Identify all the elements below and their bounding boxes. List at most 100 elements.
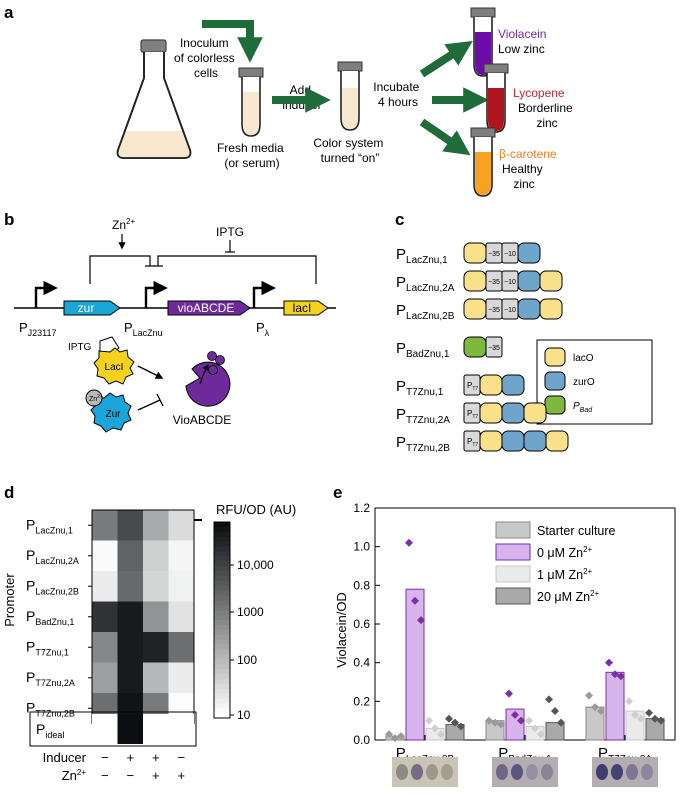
ideal-cell-3 (143, 714, 169, 744)
construct-2-part-2-label: −35 (488, 279, 500, 286)
construct-label-4: PBadZnu,1 (396, 340, 450, 360)
legend-swatch-4 (495, 587, 531, 605)
tube-photo-2-well-4 (541, 764, 553, 780)
pt7-sub: T7 (472, 442, 478, 448)
heatmap-cell-r2-c3 (143, 540, 169, 571)
point-g3-s1-3 (597, 707, 605, 715)
legend-pbad-main: P (573, 401, 580, 412)
colorbar-step (214, 664, 230, 670)
heatmap-cell-r2-c4 (168, 540, 194, 571)
heatmap-cell-r5-c4 (168, 632, 194, 663)
point-g1-s3-3 (437, 730, 445, 739)
chart-ylabel: Violacein/OD (334, 592, 349, 668)
ideal-cell-2 (117, 714, 143, 744)
construct-5-part-2 (479, 374, 503, 396)
point-g3-s2-1 (605, 658, 613, 667)
point-g1-s4-2 (451, 718, 459, 727)
y-tick-label-5: 0.8 (353, 578, 370, 592)
construct-7-part-2 (479, 430, 503, 452)
arrow-to-carotene (419, 118, 471, 156)
construct-2-part-4 (517, 270, 541, 292)
colorbar-tick-label-3: 100 (237, 653, 257, 667)
point-g1-s3-1 (425, 716, 433, 725)
condition-1-value-3: + (152, 750, 160, 765)
construct-2-part-1 (463, 270, 487, 292)
heatmap-cell-r1-c1 (92, 510, 118, 541)
y-tick-label-3: 0.4 (353, 656, 370, 670)
legend-label-1: Starter culture (537, 524, 616, 538)
y-tick-label-2: 0.2 (353, 694, 370, 708)
heatmap-row-label-2-main: P (26, 547, 35, 563)
heatmap-cell-r2-c1 (92, 540, 118, 571)
point-g2-s4-1 (545, 695, 553, 704)
legend-laco-label: lacO (573, 353, 594, 364)
lycopene-tube-icon (483, 63, 509, 133)
point-g3-s3-1 (625, 697, 633, 706)
tube-photo-1-well-1 (396, 764, 408, 780)
carotene-cond-2: zinc (513, 177, 534, 191)
heatmap-row-label-3-main: P (26, 577, 35, 593)
point-g1-s1-3 (397, 732, 405, 741)
condition-1-value-4: − (177, 750, 185, 765)
heatmap-row-label-7-main: P (26, 699, 35, 715)
pj-sub: J23117 (28, 328, 57, 338)
promoter-laczn-label: PLacZnu (124, 320, 163, 338)
laci-gene-label: lacI (293, 301, 312, 315)
ideal-label-main: P (36, 721, 45, 737)
colorbar-tick-label-4: 10 (237, 708, 251, 722)
carotene-tube-icon (470, 127, 496, 197)
inoculum-arrow (202, 20, 263, 63)
pt7-main: P (467, 437, 472, 446)
point-g1-s3-2 (431, 724, 439, 733)
point-g1-s4-3 (457, 722, 465, 731)
iptg-small-label: IPTG (68, 342, 92, 353)
heatmap-row-label-6-main: P (26, 669, 35, 685)
construct-4-part-1 (463, 336, 487, 358)
ideal-cell-1 (92, 714, 118, 744)
construct-7-part-5 (545, 430, 569, 452)
lycopene-cond-2: zinc (536, 116, 557, 130)
construct-label-1-main: P (396, 246, 406, 263)
point-g2-s3-2 (531, 724, 539, 733)
y-tick-label-7: 1.2 (353, 501, 370, 515)
point-g1-s2-1 (405, 538, 413, 547)
legend-label-3: 1 μM Zn2+ (537, 567, 593, 582)
incubate-line-2: 4 hours (378, 95, 418, 109)
condition-2-value-2: − (126, 768, 134, 783)
heatmap-row-label-3: PLacZnu,2B (26, 577, 79, 596)
promoter-lambda-icon (252, 280, 276, 308)
tube-photo-1-well-3 (426, 764, 438, 780)
point-g2-s2-1 (505, 689, 513, 698)
point-g3-s4-1 (645, 708, 653, 717)
bar-g1-s2 (405, 588, 425, 741)
colorbar-step (214, 620, 230, 626)
heatmap-cell-r1-c2 (117, 510, 143, 541)
vio-enzyme-icon (185, 361, 231, 407)
ideal-cell-4 (168, 714, 194, 744)
heatmap-row-label-2: PLacZnu,2A (26, 547, 79, 566)
zn-ion-label: Zn2+ (89, 394, 103, 403)
construct-6-pt7-label: PT7 (467, 409, 478, 420)
add-inducer-line-1: Add (290, 83, 311, 97)
construct-1-part-2-label: −35 (488, 251, 500, 258)
construct-1-part-3-label: −10 (504, 251, 516, 258)
zur-repression-line (89, 255, 151, 284)
panel-e-label: e (333, 483, 342, 502)
vio-substrate-1-icon (208, 365, 218, 375)
colorbar-step (214, 585, 230, 592)
condition-2-value-4: + (177, 768, 185, 783)
inoculum-text: Inoculum of colorless cells (174, 36, 238, 80)
pl-main: P (124, 320, 133, 335)
legend-pbad-swatch (544, 395, 566, 415)
point-g2-s3-1 (525, 716, 533, 725)
condition-label-1: Inducer (43, 750, 87, 765)
colorbar-step (214, 654, 230, 660)
vio-substrate-2-icon (215, 355, 225, 365)
zn-text: Zn (112, 218, 126, 232)
heatmap-row-label-1: PLacZnu,1 (26, 516, 73, 535)
colorbar-step (214, 522, 230, 528)
heatmap-cell-r3-c1 (92, 571, 118, 602)
panel-a-label: a (4, 3, 14, 22)
point-g3-s3-3 (637, 714, 645, 723)
legend-label-2-sup: 2+ (583, 545, 592, 554)
